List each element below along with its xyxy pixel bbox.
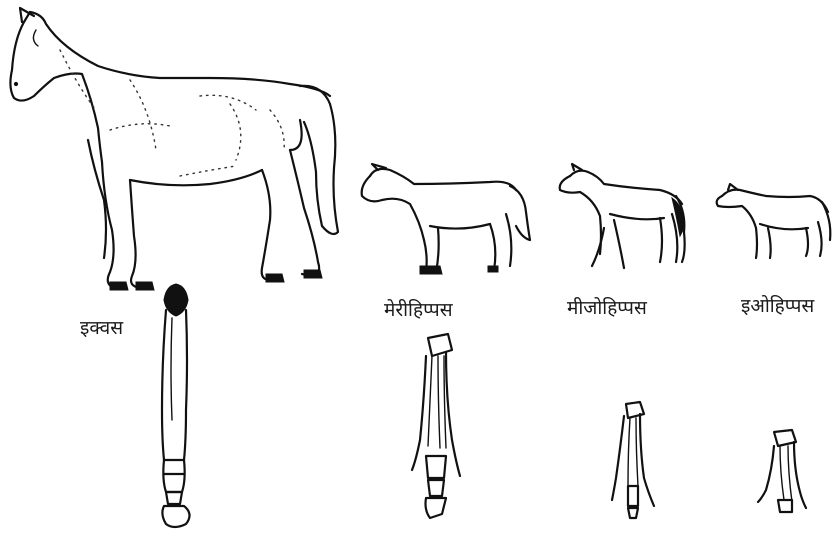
equus-foot-bones: [162, 284, 190, 527]
label-merychippus: मेरीहिप्पस: [384, 296, 453, 322]
label-mesohippus: मीजोहिप्पस: [567, 294, 647, 320]
mesohippus-foot-bones: [612, 402, 654, 518]
merychippus-horse-drawing: [362, 164, 530, 274]
label-eohippus: इओहिप्पस: [741, 292, 814, 318]
merychippus-foot-bones: [412, 334, 460, 518]
equus-horse-drawing: [10, 8, 338, 290]
eohippus-foot-bones: [758, 430, 806, 512]
label-equus: इक्वस: [80, 314, 123, 340]
mesohippus-horse-drawing: [560, 164, 685, 268]
eohippus-horse-drawing: [717, 184, 831, 258]
